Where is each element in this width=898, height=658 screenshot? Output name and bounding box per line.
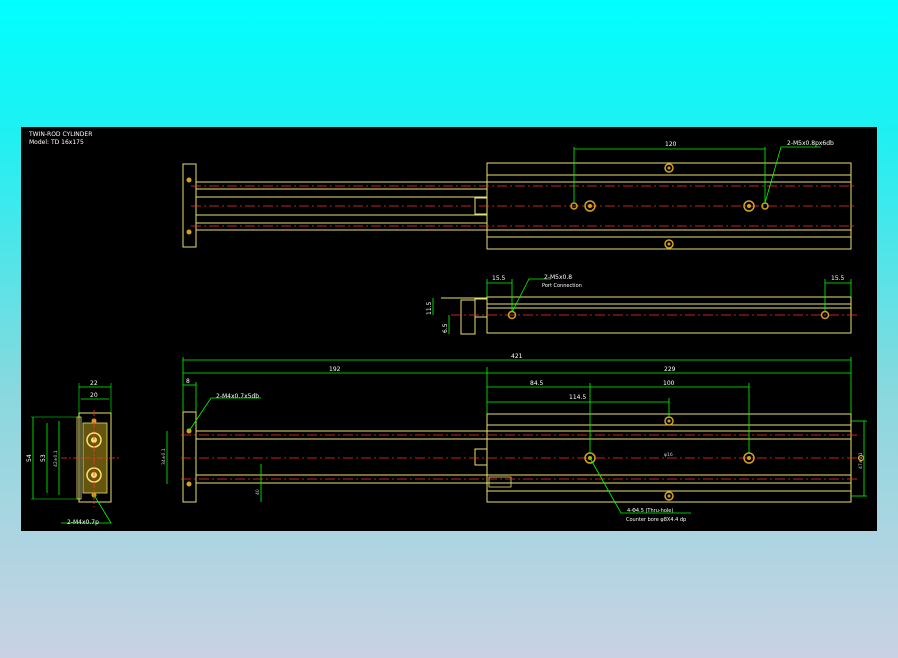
top-view: 120 2-M5x0.8px6db [182, 140, 857, 250]
front-hole-center [667, 494, 671, 498]
dim-192: 192 [329, 366, 341, 373]
note-holes-sub: Counter bore φ8X4.4 dp [626, 517, 686, 523]
leader-line [61, 494, 112, 524]
middle-view: 15.5 15.5 2-M5x0.8 Port Connection 11.5 … [426, 274, 857, 335]
dim-6-5: 6.5 [442, 323, 449, 333]
front-hole-center [667, 419, 671, 423]
dim-114-5: 114.5 [569, 394, 586, 401]
side-small-hole [91, 418, 97, 424]
dim-54: 54 [26, 454, 33, 462]
dim-120: 120 [665, 141, 677, 148]
front-hole-center [747, 456, 751, 460]
top-hole [664, 163, 674, 173]
top-hole [664, 239, 674, 249]
front-hole [664, 491, 674, 501]
side-view: 22 20 54 53 42±0.1 2-M4x0.7p [26, 380, 121, 526]
top-end-plate [182, 163, 197, 248]
top-hole-center [667, 166, 671, 170]
front-end-plate [182, 411, 197, 503]
note-port-sub: Port Connection [542, 283, 582, 289]
top-hole-center [747, 204, 751, 208]
note-m5: 2-M5x0.8px6db [787, 140, 834, 147]
dim-8: 8 [186, 378, 190, 385]
dim-20: 20 [90, 392, 98, 399]
dim-15-5-left: 15.5 [492, 275, 506, 282]
note-side-m4: 2-M4x0.7p [67, 519, 99, 526]
mid-end-plate [460, 299, 476, 335]
leader-line [511, 278, 551, 313]
leader-line [589, 457, 691, 514]
dim-84-5: 84.5 [530, 380, 544, 387]
mid-fitting [474, 298, 488, 318]
top-hole [584, 200, 596, 212]
front-fitting [474, 448, 488, 466]
dim-42: 42±0.1 [53, 450, 59, 467]
side-plate [78, 412, 112, 503]
dim-100: 100 [663, 380, 675, 387]
dim-15-5-right: 15.5 [831, 275, 845, 282]
dim-right-v: 47±0.1 [858, 452, 864, 469]
note-m4: 2-M4x0.7x5db [216, 393, 259, 400]
top-hole [743, 200, 755, 212]
dim-421: 421 [511, 353, 523, 360]
cad-drawing-canvas: TWIN-ROD CYLINDER Model: TD 16x175 [21, 127, 877, 531]
front-view: 421 192 229 8 84.5 100 114.5 2-M4x0.7x5d… [161, 353, 867, 523]
front-plate-hole [186, 481, 192, 487]
top-hole-center [588, 204, 592, 208]
top-plate-hole-lower [186, 229, 192, 235]
cad-drawing: TWIN-ROD CYLINDER Model: TD 16x175 [26, 131, 867, 526]
dim-mid-small: φ16 [664, 452, 673, 458]
drawing-title: TWIN-ROD CYLINDER [28, 131, 92, 138]
top-plate-hole-upper [186, 177, 192, 183]
dim-22: 22 [90, 380, 98, 387]
dim-40: 40 [255, 489, 261, 495]
note-holes: 4-Φ4.5 (Thru-hole) [627, 508, 673, 514]
front-label-plate [488, 476, 512, 488]
dim-11-5: 11.5 [426, 301, 433, 315]
dim-229: 229 [664, 366, 676, 373]
drawing-model: Model: TD 16x175 [29, 139, 84, 146]
leader-line [764, 146, 821, 204]
dim-left-v: 34±0.1 [161, 448, 167, 465]
top-hole-center [667, 242, 671, 246]
dim-53: 53 [40, 454, 47, 462]
note-port: 2-M5x0.8 [544, 274, 572, 281]
leader-line [188, 397, 261, 432]
front-hole [857, 454, 865, 462]
